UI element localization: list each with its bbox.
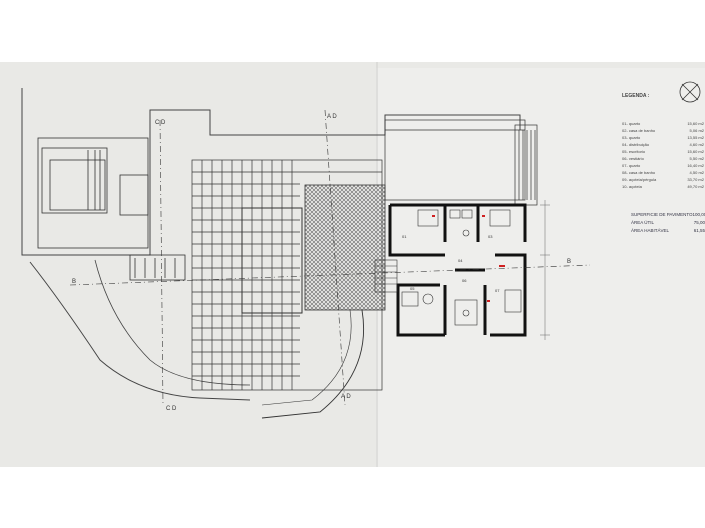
furniture	[401, 209, 522, 326]
room-number: 07	[495, 288, 500, 293]
section-mark-b-left: B	[72, 279, 76, 285]
room-number: 04	[458, 258, 463, 263]
section-mark-a-bottom: A D	[341, 394, 351, 400]
room-number: 03	[488, 234, 493, 239]
north-arrow-icon	[679, 81, 701, 103]
terrace-hatched	[304, 184, 386, 311]
section-mark-b-right: B	[567, 259, 571, 265]
room-number: 01	[402, 234, 407, 239]
upper-terrace	[384, 119, 538, 206]
red-markers	[432, 215, 505, 302]
legend-title: LEGENDA :	[622, 93, 650, 99]
stairs	[374, 259, 398, 293]
room-number: 06	[462, 278, 467, 283]
terrace-curve	[261, 309, 365, 419]
house-walls	[388, 203, 527, 337]
drawing-sheet-right	[376, 68, 705, 467]
left-block	[37, 137, 186, 281]
section-mark-a-top: A D	[327, 114, 337, 120]
driveway-curve-inner	[94, 259, 251, 386]
site-boundary	[21, 88, 521, 256]
section-lines	[69, 109, 591, 406]
dimension-lines	[540, 200, 550, 340]
section-mark-c-bottom: C D	[166, 406, 177, 412]
room-number: 05	[410, 286, 415, 291]
driveway-curve-outer	[29, 261, 251, 401]
section-mark-c-top: C D	[155, 120, 166, 126]
